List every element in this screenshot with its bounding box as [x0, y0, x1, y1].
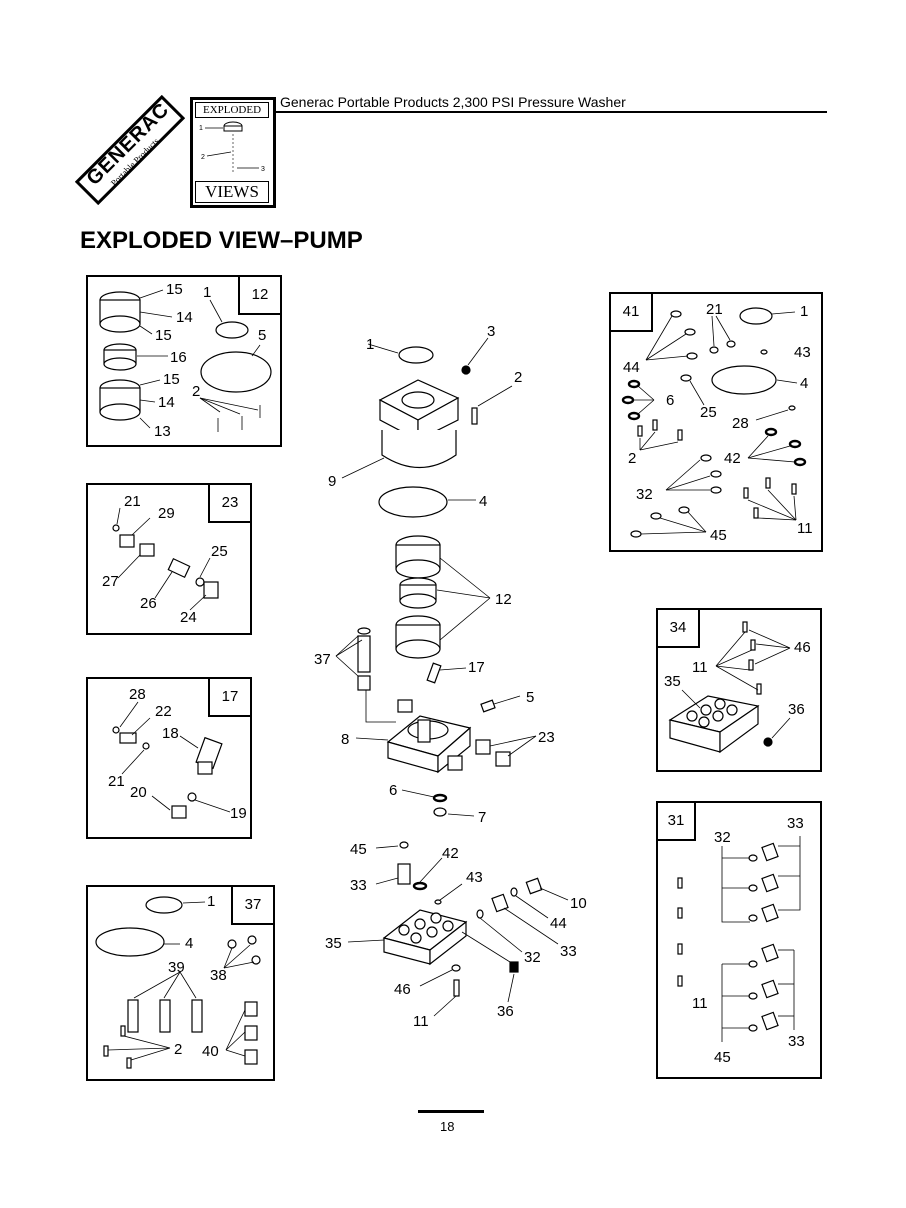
- detail-tag: 31: [658, 803, 696, 841]
- label-12: 12: [495, 591, 512, 608]
- label-35: 35: [325, 935, 342, 952]
- page-number: 18: [440, 1119, 455, 1134]
- label-3: 3: [487, 323, 495, 340]
- svg-text:3: 3: [261, 166, 265, 173]
- exploded-part-icon: 1 2 3: [199, 121, 265, 173]
- detail-tag: 37: [231, 887, 273, 925]
- detail-box-34: 34: [656, 608, 822, 772]
- label-46: 46: [394, 981, 411, 998]
- label-5: 5: [526, 689, 534, 706]
- detail-box-37: 37: [86, 885, 275, 1081]
- label-42: 42: [442, 845, 459, 862]
- label-37: 37: [314, 651, 331, 668]
- label-6: 6: [389, 782, 397, 799]
- label-32: 32: [524, 949, 541, 966]
- label-1: 1: [366, 336, 374, 353]
- label-4: 4: [479, 493, 487, 510]
- svg-text:1: 1: [199, 125, 203, 132]
- svg-text:2: 2: [201, 154, 205, 161]
- label-36: 36: [497, 1003, 514, 1020]
- detail-box-17: 17: [86, 677, 252, 839]
- label-9: 9: [328, 473, 336, 490]
- detail-tag: 17: [208, 679, 250, 717]
- label-11: 11: [413, 1013, 429, 1030]
- exploded-views-bottom: VIEWS: [195, 181, 269, 203]
- label-8: 8: [341, 731, 349, 748]
- label-10: 10: [570, 895, 587, 912]
- label-2: 2: [514, 369, 522, 386]
- label-44: 44: [550, 915, 567, 932]
- detail-tag: 34: [658, 610, 700, 648]
- label-17: 17: [468, 659, 485, 676]
- page-title: EXPLODED VIEW–PUMP: [80, 227, 363, 254]
- label-43: 43: [466, 869, 483, 886]
- label-33: 33: [350, 877, 367, 894]
- detail-tag: 41: [611, 294, 653, 332]
- document-title: Generac Portable Products 2,300 PSI Pres…: [280, 94, 626, 110]
- detail-box-23: 23: [86, 483, 252, 635]
- detail-box-41: 41: [609, 292, 823, 552]
- generac-logo: GENERAC Portable Products: [74, 94, 186, 206]
- label-45: 45: [350, 841, 367, 858]
- exploded-views-top: EXPLODED: [195, 102, 269, 118]
- detail-box-12: 12: [86, 275, 282, 447]
- header-rule: [275, 111, 827, 113]
- label-7: 7: [478, 809, 486, 826]
- footer-bar: [418, 1110, 484, 1113]
- label-33: 33: [560, 943, 577, 960]
- label-23: 23: [538, 729, 555, 746]
- detail-tag: 23: [208, 485, 250, 523]
- exploded-views-badge: EXPLODED 1 2 3 VIEWS: [190, 97, 276, 208]
- detail-tag: 12: [238, 277, 280, 315]
- detail-box-31: 31: [656, 801, 822, 1079]
